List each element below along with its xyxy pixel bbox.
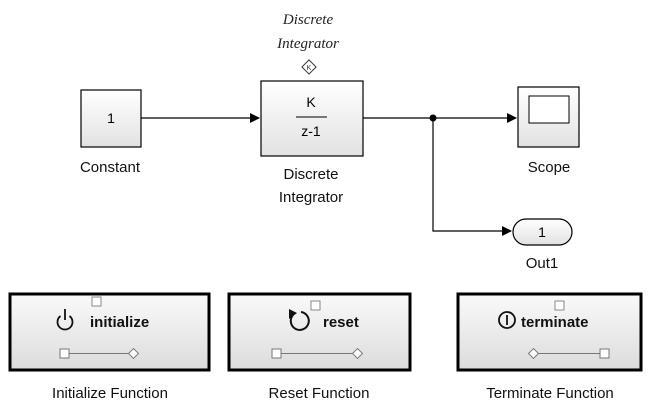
terminate-icon [498, 311, 516, 329]
integrator-label-line1: Discrete [283, 166, 338, 183]
trigger-port-icon [91, 296, 102, 307]
integrator-annotation-line2: Integrator [276, 36, 339, 52]
signal-line-to-outport[interactable] [432, 118, 512, 236]
reset-function-block[interactable]: reset [227, 292, 412, 372]
event-listener-icon [271, 347, 364, 360]
integrator-denominator: z-1 [301, 123, 321, 139]
scope-label: Scope [528, 159, 571, 176]
integrator-numerator: K [306, 94, 316, 110]
constant-label: Constant [80, 159, 141, 176]
discrete-integrator-block[interactable]: K z-1 [260, 80, 364, 157]
terminate-title: terminate [521, 314, 589, 331]
outport-label: Out1 [526, 255, 559, 272]
scope-block[interactable] [517, 86, 580, 148]
trigger-port-icon [554, 300, 565, 311]
initialize-function-block[interactable]: initialize [8, 292, 211, 372]
event-listener-icon [527, 347, 610, 360]
terminate-function-block[interactable]: terminate [456, 292, 643, 372]
integrator-param-port[interactable]: K [301, 59, 317, 75]
constant-value: 1 [107, 110, 115, 126]
trigger-port-icon [310, 300, 321, 311]
reset-title: reset [323, 314, 359, 331]
power-icon [56, 309, 74, 331]
reset-arrow-icon [289, 309, 310, 331]
event-listener-icon [59, 347, 140, 360]
integrator-label-line2: Integrator [279, 189, 343, 206]
outport-number: 1 [538, 224, 546, 240]
param-port-symbol: K [307, 65, 312, 72]
initialize-function-label: Initialize Function [52, 385, 168, 402]
integrator-annotation-line1: Discrete [282, 12, 334, 28]
reset-function-label: Reset Function [269, 385, 370, 402]
scope-screen-icon [528, 95, 570, 124]
terminate-function-label: Terminate Function [486, 385, 614, 402]
initialize-title: initialize [90, 314, 149, 331]
outport-block[interactable]: 1 [512, 218, 573, 246]
constant-block[interactable]: 1 [80, 89, 142, 148]
